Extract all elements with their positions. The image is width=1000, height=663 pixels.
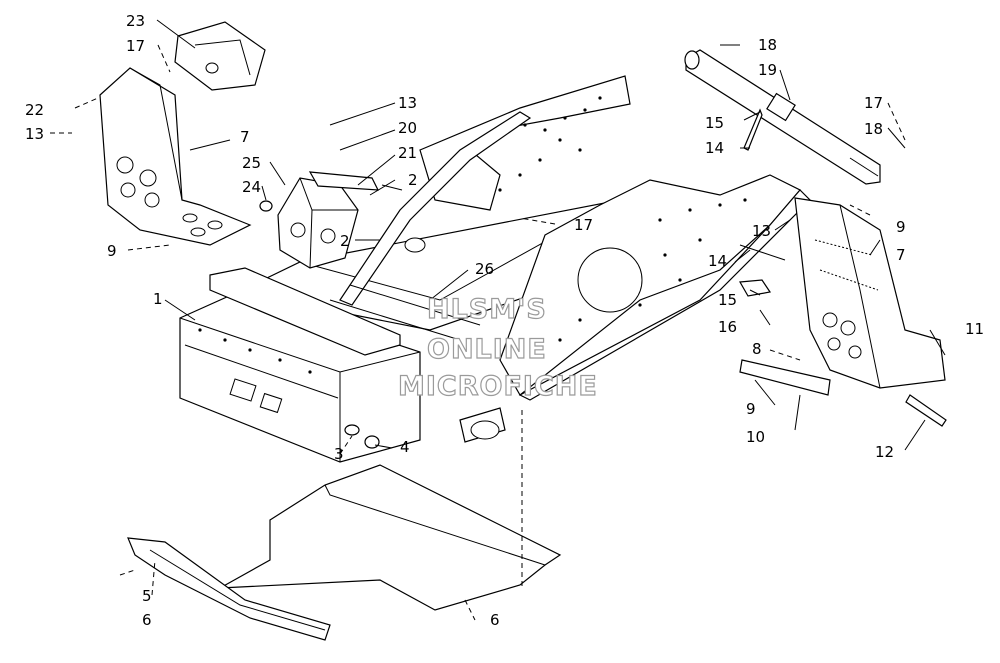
callout-6-left: 6 [142,611,152,629]
rivet-dots [198,96,747,374]
callout-15-top: 15 [705,114,724,132]
callout-2-lower: 2 [340,232,350,250]
callout-11: 11 [965,320,984,338]
watermark-line-2: ONLINE [427,334,547,365]
watermark: HLSM'S ONLINE MICROFICHE [397,293,598,402]
left-side-bracket [99,21,266,246]
callout-16: 16 [718,318,737,336]
callout-23: 23 [126,12,145,30]
callout-9-left: 9 [107,242,117,260]
callout-13-left: 13 [25,125,44,143]
callout-13-center: 13 [398,94,417,112]
callout-7-left: 7 [240,128,250,146]
right-side-panel [739,197,947,427]
callout-13-right: 13 [752,222,771,240]
callout-5: 5 [142,587,152,605]
callout-3: 3 [334,445,344,463]
callout-15-right: 15 [718,291,737,309]
callout-18-right: 18 [864,120,883,138]
skid-plate [127,464,562,641]
callout-9-right: 9 [896,218,906,236]
steering-post [684,49,881,185]
callout-21: 21 [398,144,417,162]
callout-10: 10 [746,428,765,446]
callout-labels: 23 17 22 13 7 9 1 13 20 21 25 24 2 2 17 … [25,12,984,629]
watermark-line-1: HLSM'S [427,294,547,325]
callout-12: 12 [875,443,894,461]
center-bracket [259,171,403,269]
chassis-frame [179,75,811,463]
callout-14-right: 14 [708,252,727,270]
callout-18-top: 18 [758,36,777,54]
callout-6-right: 6 [490,611,500,629]
callout-2-upper: 2 [408,171,418,189]
callout-7-right: 7 [896,246,906,264]
callout-1: 1 [153,290,163,308]
callout-17-left: 17 [126,37,145,55]
callout-8: 8 [752,340,762,358]
leader-lines [50,19,946,621]
callout-9-bottom: 9 [746,400,756,418]
callout-24: 24 [242,178,261,196]
callout-17-right: 17 [864,94,883,112]
callout-4: 4 [400,438,410,456]
callout-22: 22 [25,101,44,119]
callout-17-center: 17 [574,216,593,234]
callout-14-top: 14 [705,139,724,157]
callout-19: 19 [758,61,777,79]
watermark-line-3: MICROFICHE [398,371,598,402]
callout-20: 20 [398,119,417,137]
callout-25: 25 [242,154,261,172]
callout-26: 26 [475,260,494,278]
